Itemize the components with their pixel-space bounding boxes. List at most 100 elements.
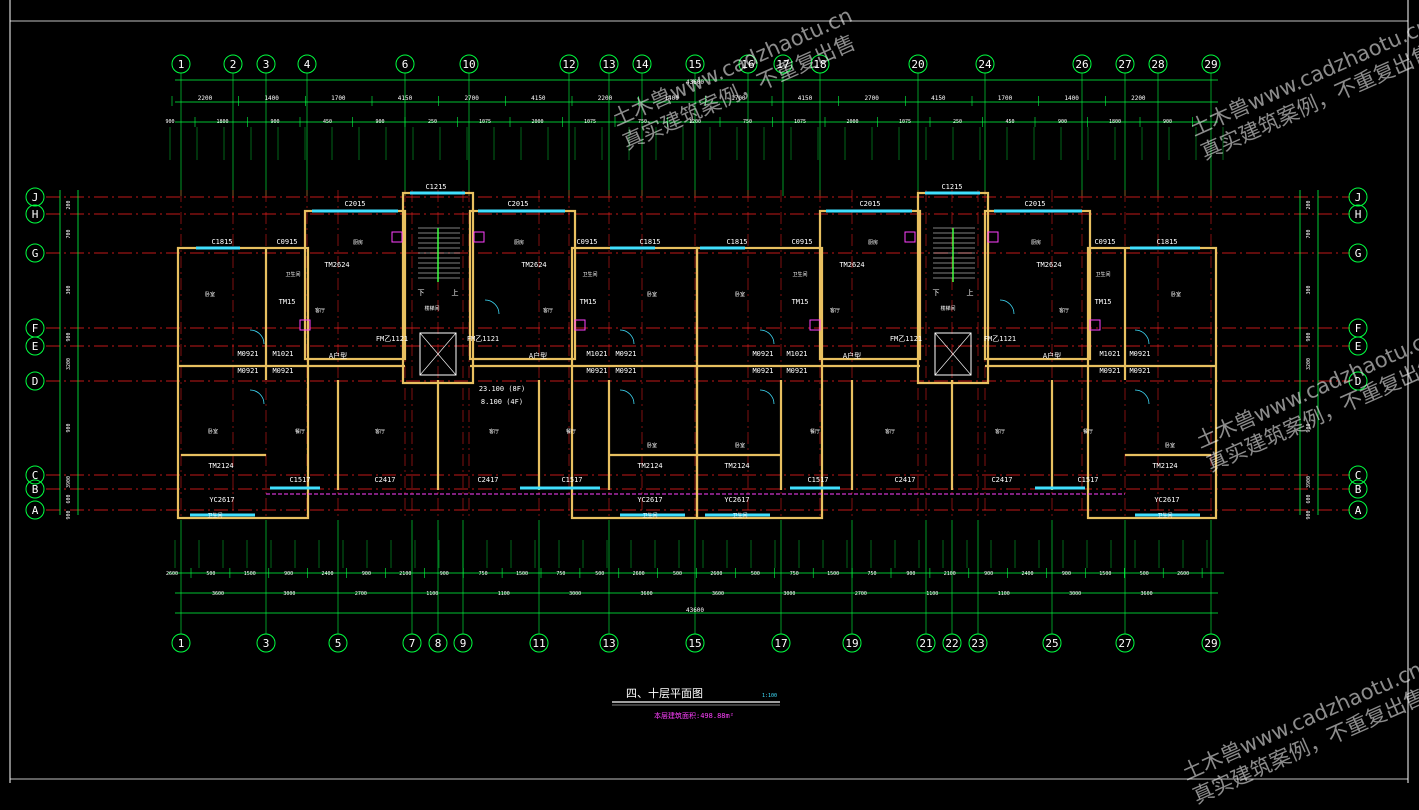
grid-label-bottom-9: 9 [460, 637, 467, 650]
grid-label-right-E: E [1355, 340, 1362, 353]
room-name-13: 卫生间 [582, 271, 597, 278]
room-label-23: A户型 [529, 351, 547, 360]
room-label-40: M0921 [1099, 367, 1120, 375]
grid-label-bottom-29: 29 [1204, 637, 1217, 650]
dim-right-1: 700 [1306, 229, 1312, 238]
dim-bot1-11: 500 [595, 571, 604, 577]
grid-label-bottom-17: 17 [774, 637, 787, 650]
room-label-6: C1815 [211, 238, 232, 246]
unit-left-outline [176, 246, 310, 520]
stair-right [916, 191, 990, 385]
dim-bot2-2: 2700 [355, 591, 367, 597]
grid-label-bottom-13: 13 [602, 637, 615, 650]
grid-label-right-G: G [1355, 247, 1362, 260]
room-label-7: C0915 [276, 238, 297, 246]
room-name-33: 卫生间 [1157, 512, 1172, 519]
room-name-7: 客厅 [1059, 307, 1069, 314]
grid-bubble-right-C [1348, 465, 1368, 485]
stair-up-left: 上 [452, 288, 459, 297]
grid-bubble-right-B [1348, 479, 1368, 499]
door-swing-5 [619, 389, 635, 405]
grid-label-top-2: 2 [230, 58, 237, 71]
dim-bot1-1: 500 [206, 571, 215, 577]
room-label-41: M0921 [1129, 367, 1150, 375]
dim-bot1-15: 500 [751, 571, 760, 577]
door-swing-3 [1134, 329, 1150, 345]
room-label-36: M0921 [586, 367, 607, 375]
dim-top1-7: 1400 [664, 95, 679, 102]
dim-right-4: 3200 [1306, 358, 1312, 370]
dim-top1-14: 2200 [1131, 95, 1146, 102]
dim-left-8: 900 [66, 510, 72, 519]
grid-bubble-left-J [25, 187, 45, 207]
grid-label-right-F: F [1355, 322, 1362, 335]
room-label-12: C0915 [1094, 238, 1115, 246]
room-label-15: TM2624 [521, 261, 546, 269]
room-name-14: 卫生间 [792, 271, 807, 278]
room-name-16: 楼梯间 [424, 305, 439, 312]
room-label-29: M0921 [615, 350, 636, 358]
room-label-43: FM乙1121 [467, 335, 499, 343]
room-label-13: C1815 [1156, 238, 1177, 246]
dim-top2-13: 2000 [846, 119, 858, 125]
room-name-11: 厨房 [1031, 239, 1041, 246]
room-label-1: C2015 [507, 200, 528, 208]
dim-bot2-4: 1100 [498, 591, 510, 597]
grid-label-bottom-3: 3 [263, 637, 270, 650]
room-label-25: A户型 [1043, 351, 1061, 360]
dim-top2-18: 1800 [1109, 119, 1121, 125]
grid-label-top-17: 17 [776, 58, 789, 71]
room-label-51: C2417 [374, 476, 395, 484]
dim-top2-4: 900 [375, 119, 384, 125]
dim-left-4: 3200 [66, 358, 72, 370]
dim-bot1-5: 900 [362, 571, 371, 577]
room-name-22: 餐厅 [566, 428, 576, 435]
grid-label-bottom-15: 15 [688, 637, 701, 650]
dim-right-2: 300 [1306, 285, 1312, 294]
elevator-left [419, 332, 457, 376]
dim-bot1-24: 1500 [1099, 571, 1111, 577]
dim-bot1-10: 750 [556, 571, 565, 577]
room-name-10: 厨房 [868, 239, 878, 246]
stair-down-right: 下 [933, 289, 940, 297]
grid-label-top-13: 13 [602, 58, 615, 71]
grid-label-left-E: E [32, 340, 39, 353]
room-label-44: FM乙1121 [890, 335, 922, 343]
grid-label-left-J: J [32, 191, 39, 204]
unit-a4-outline [1086, 246, 1218, 520]
room-label-4: C1215 [425, 183, 446, 191]
dim-bot1-9: 1500 [516, 571, 528, 577]
room-label-16: TM2624 [839, 261, 864, 269]
room-name-28: 餐厅 [1083, 428, 1093, 435]
grid-label-top-3: 3 [263, 58, 270, 71]
drawing-title: 四、十层平面图 [626, 686, 703, 700]
stair-down-left: 下 [418, 289, 425, 297]
dim-bot2-1: 3000 [283, 591, 295, 597]
dim-bot1-25: 500 [1140, 571, 1149, 577]
dim-bot1-14: 2600 [710, 571, 722, 577]
dim-top2-16: 450 [1005, 119, 1014, 125]
dim-bot1-17: 1500 [827, 571, 839, 577]
grid-label-right-H: H [1355, 208, 1362, 221]
grid-label-bottom-25: 25 [1045, 637, 1058, 650]
grid-label-left-D: D [32, 375, 39, 388]
dim-left-3: 900 [66, 332, 72, 341]
room-name-8: 厨房 [353, 239, 363, 246]
room-label-61: YC2617 [1154, 496, 1179, 504]
unit-a2-outline [570, 246, 699, 520]
room-label-18: TM15 [279, 298, 296, 306]
dim-top2-2: 900 [270, 119, 279, 125]
room-label-24: A户型 [843, 351, 861, 360]
drawing-scale: 1:100 [762, 693, 777, 699]
grid-bubble-left-G [25, 243, 45, 263]
dim-bot1-4: 2400 [322, 571, 334, 577]
grid-bubble-right-E [1348, 336, 1368, 356]
dim-top2-10: 1200 [689, 119, 701, 125]
unit-a3-outline [695, 246, 824, 520]
room-label-49: TM2124 [1152, 462, 1177, 470]
grid-label-bottom-27: 27 [1118, 637, 1131, 650]
grid-label-top-14: 14 [635, 58, 649, 71]
room-name-25: 餐厅 [810, 428, 820, 435]
